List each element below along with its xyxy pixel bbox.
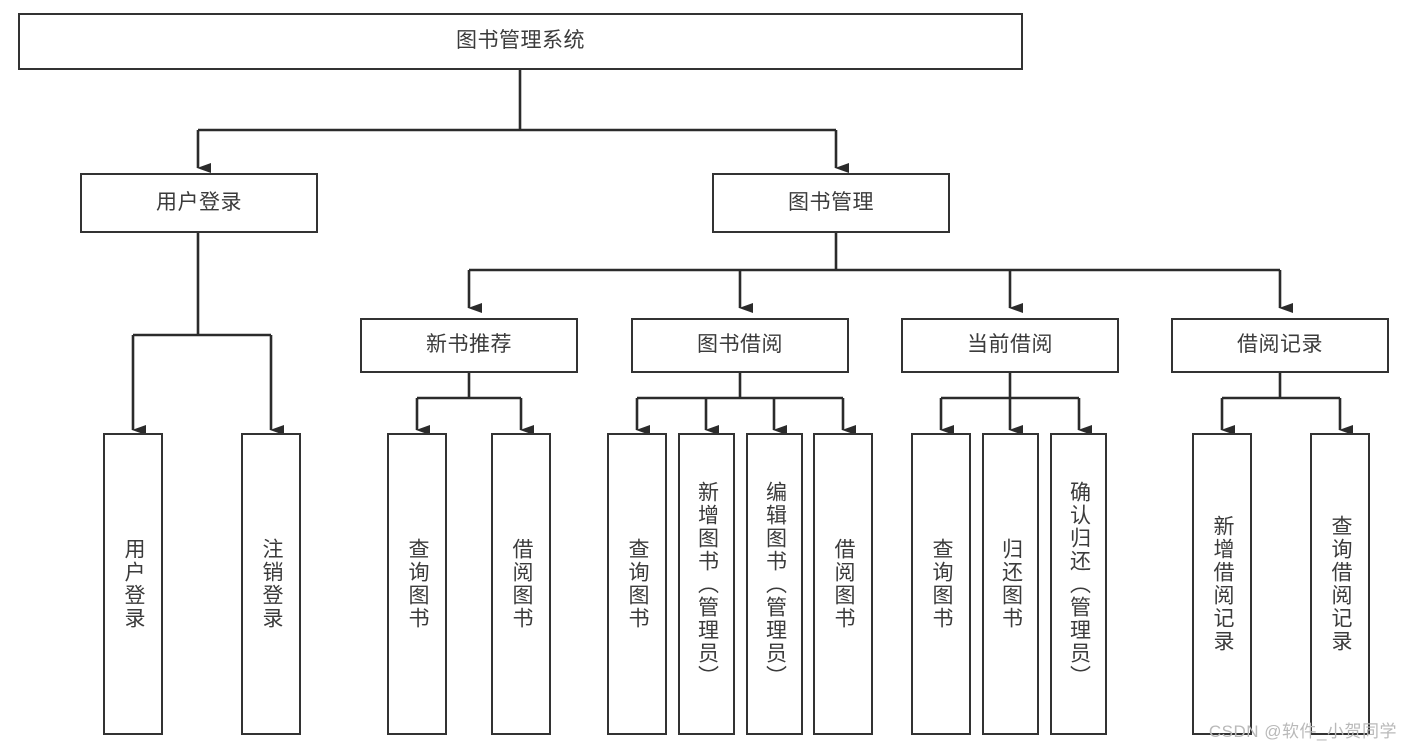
node-label: 用户登录: [122, 538, 146, 630]
leaf-current-borrow-return-book[interactable]: 归还图书: [982, 433, 1039, 735]
leaf-book-borrow-edit-book-admin[interactable]: 编辑图书（管理员）: [746, 433, 803, 735]
node-label: 借阅图书: [832, 538, 856, 630]
node-label: 借阅图书: [510, 538, 534, 630]
node-book-borrow[interactable]: 图书借阅: [631, 318, 849, 373]
node-label: 查询图书: [930, 538, 954, 630]
node-label: 查询借阅记录: [1329, 515, 1353, 653]
node-label: 借阅记录: [1237, 333, 1323, 357]
leaf-current-borrow-query-book[interactable]: 查询图书: [911, 433, 971, 735]
node-label: 图书管理: [788, 190, 874, 214]
node-current-borrow[interactable]: 当前借阅: [901, 318, 1119, 373]
node-label: 查询图书: [626, 538, 650, 630]
leaf-book-borrow-borrow-book[interactable]: 借阅图书: [813, 433, 873, 735]
node-label: 新增图书（管理员）: [695, 480, 719, 688]
node-label: 图书管理系统: [456, 29, 585, 53]
leaf-borrow-record-add-record[interactable]: 新增借阅记录: [1192, 433, 1252, 735]
leaf-user-login-sign-in[interactable]: 用户登录: [103, 433, 163, 735]
node-label: 注销登录: [260, 538, 284, 630]
node-label: 归还图书: [999, 538, 1023, 630]
node-label: 用户登录: [156, 190, 242, 214]
node-book-management[interactable]: 图书管理: [712, 173, 950, 233]
leaf-book-borrow-add-book-admin[interactable]: 新增图书（管理员）: [678, 433, 735, 735]
csdn-watermark: CSDN @软件_小贺同学: [1208, 722, 1397, 741]
node-root-book-management-system[interactable]: 图书管理系统: [18, 13, 1023, 70]
node-label: 当前借阅: [967, 333, 1053, 357]
node-label: 图书借阅: [697, 333, 783, 357]
leaf-book-borrow-query-book[interactable]: 查询图书: [607, 433, 667, 735]
node-user-login[interactable]: 用户登录: [80, 173, 318, 233]
node-new-book-recommend[interactable]: 新书推荐: [360, 318, 578, 373]
node-label: 新增借阅记录: [1211, 515, 1235, 653]
leaf-borrow-record-query-record[interactable]: 查询借阅记录: [1310, 433, 1370, 735]
node-label: 确认归还（管理员）: [1067, 480, 1091, 688]
node-label: 编辑图书（管理员）: [763, 480, 787, 688]
node-borrow-record[interactable]: 借阅记录: [1171, 318, 1389, 373]
leaf-new-book-query-book[interactable]: 查询图书: [387, 433, 447, 735]
leaf-current-borrow-confirm-return-admin[interactable]: 确认归还（管理员）: [1050, 433, 1107, 735]
leaf-user-login-sign-out[interactable]: 注销登录: [241, 433, 301, 735]
leaf-new-book-borrow-book[interactable]: 借阅图书: [491, 433, 551, 735]
node-label: 新书推荐: [426, 333, 512, 357]
node-label: 查询图书: [406, 538, 430, 630]
